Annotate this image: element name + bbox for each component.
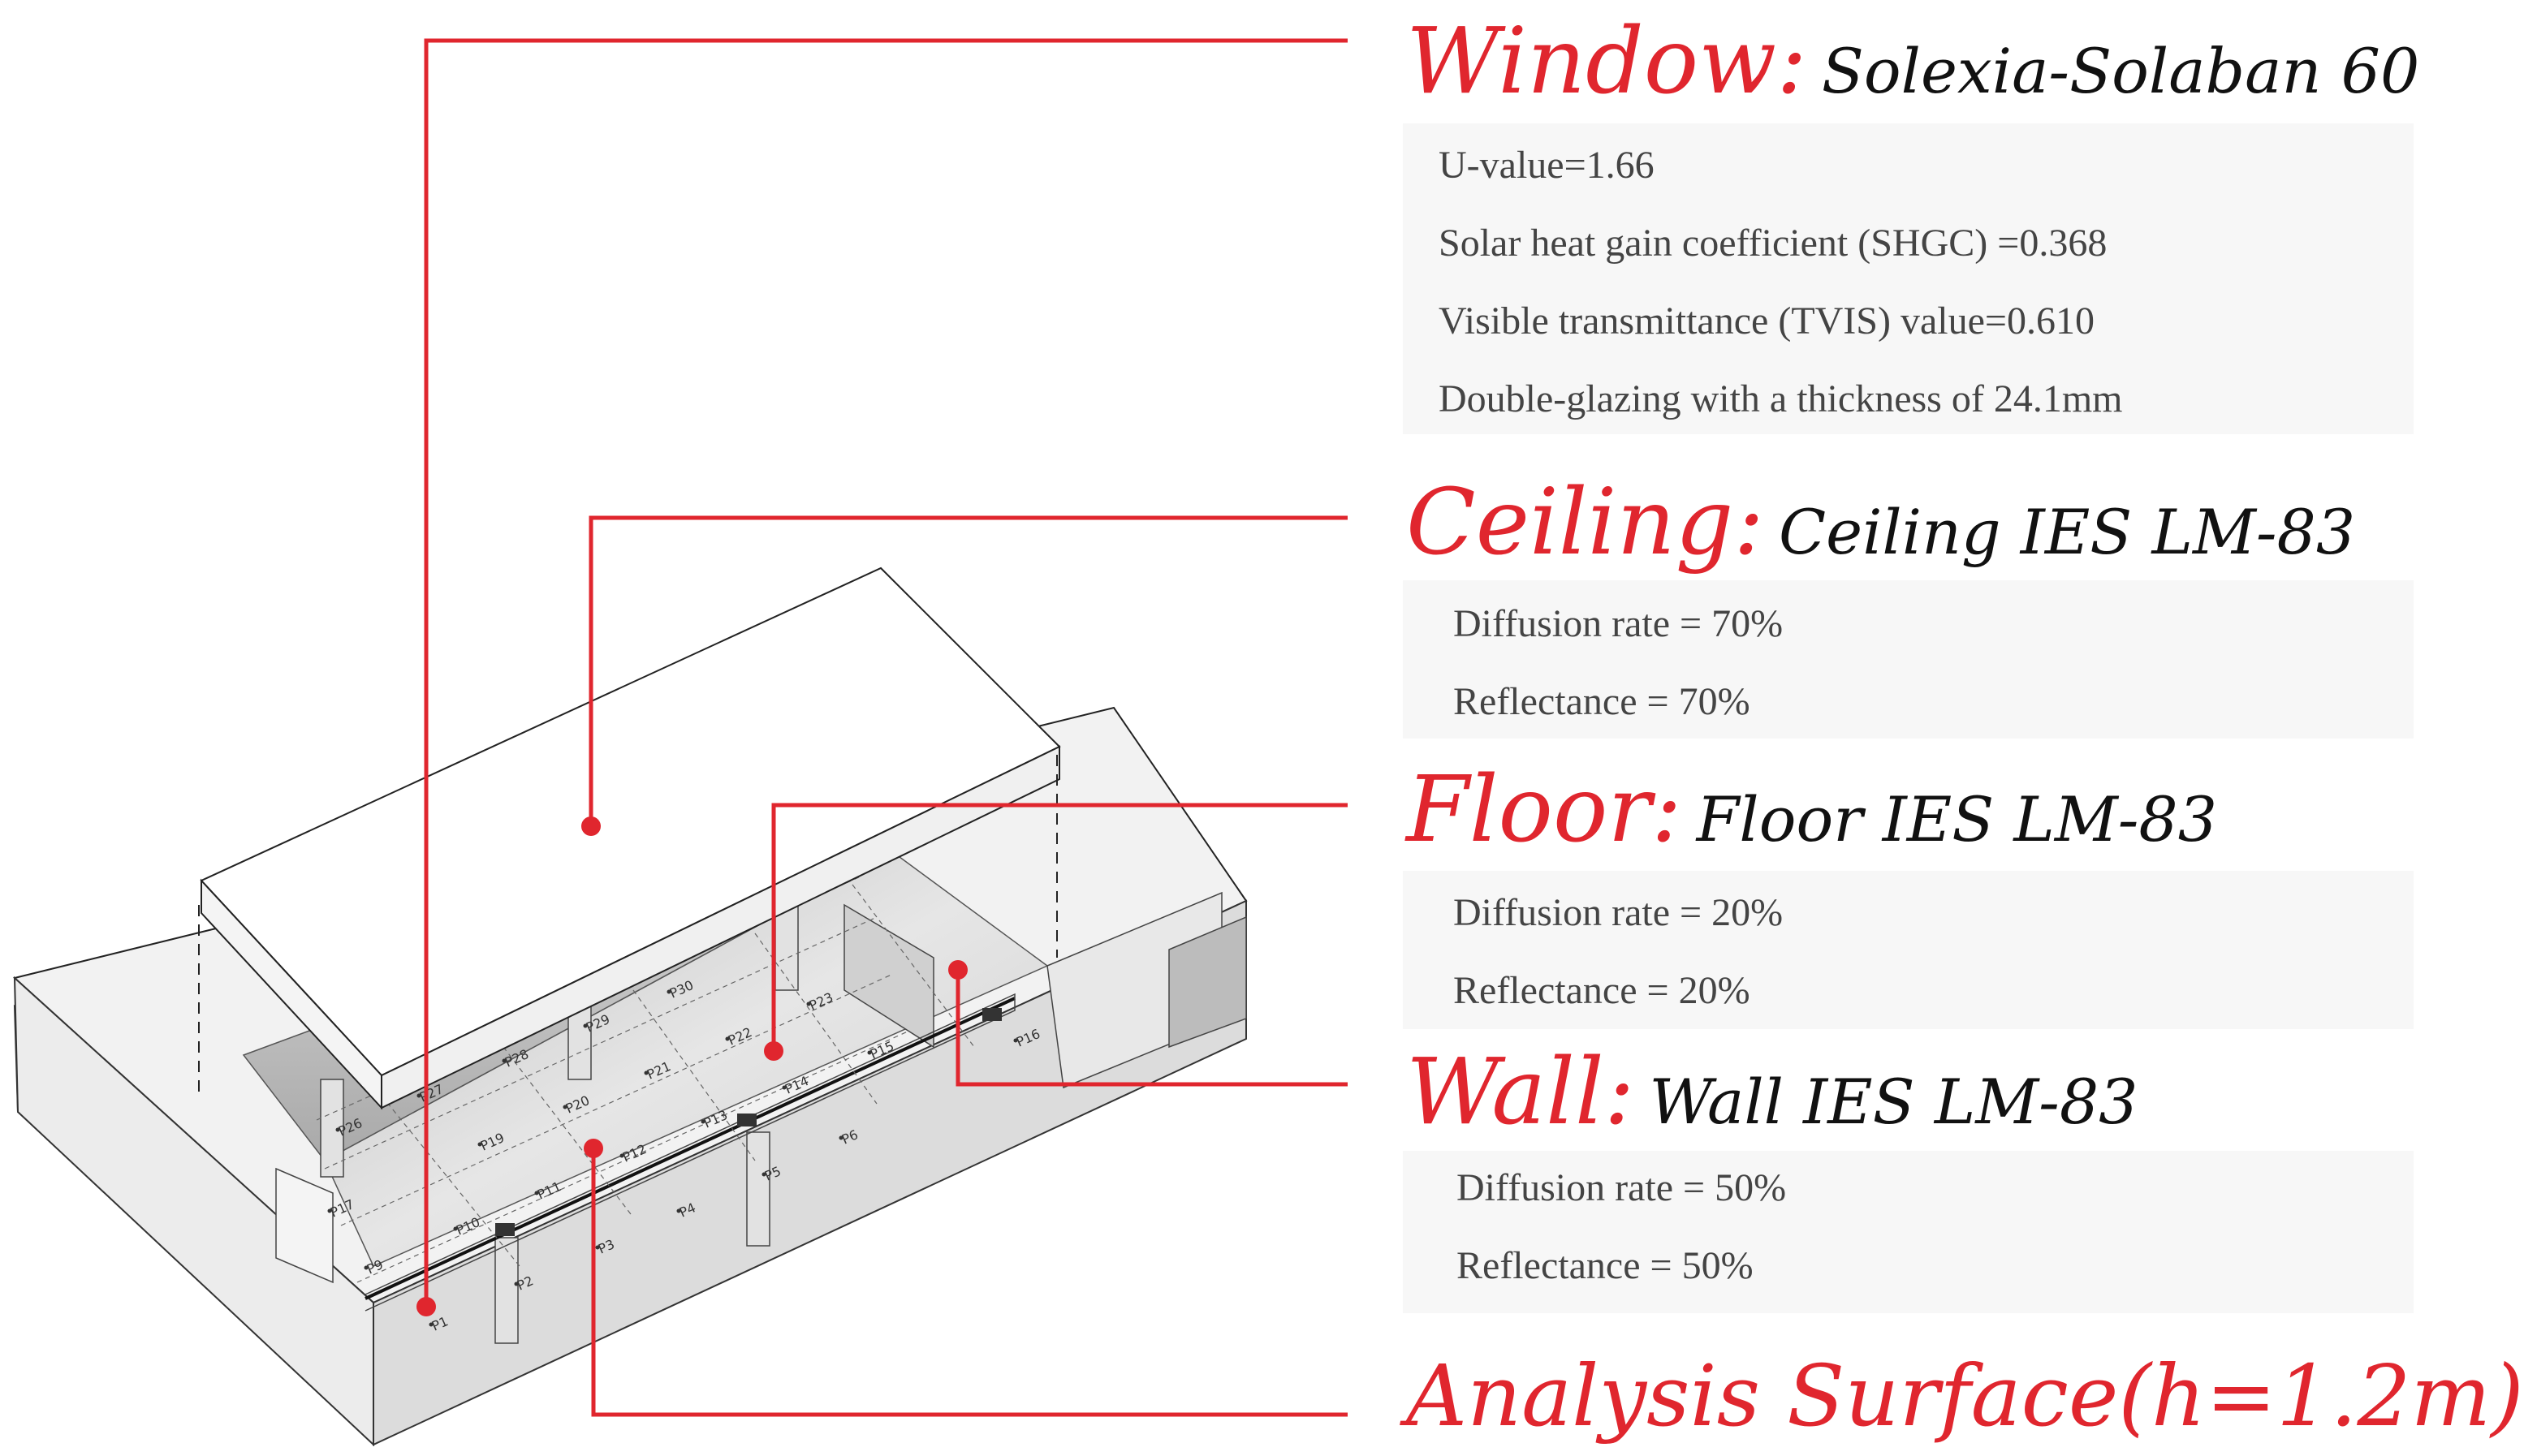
ceiling-prop-2: Reflectance = 70%: [1453, 680, 1750, 723]
window-name: Solexia-Solaban 60: [1821, 35, 2420, 107]
floor-panel: Diffusion rate = 20% Reflectance = 20%: [1403, 871, 2414, 1029]
window-prop-1: U-value=1.66: [1439, 144, 1655, 187]
floor-leader: [771, 803, 1348, 1051]
grid-point-marker: [667, 989, 671, 994]
wall-panel: Diffusion rate = 50% Reflectance = 50%: [1403, 1151, 2414, 1313]
ceiling-slab-end: [201, 878, 382, 1110]
grid-point-marker: [364, 1265, 369, 1270]
window-frame-3: [982, 1008, 1002, 1021]
grid-point-marker: [477, 1142, 482, 1147]
analysis-dot: [584, 1139, 603, 1158]
floor-heading: Floor:Floor IES LM-83: [1406, 765, 2217, 855]
window-heading: Window:Solexia-Solaban 60: [1406, 16, 2419, 107]
grid-point-marker: [429, 1322, 434, 1327]
floor-prop-1: Diffusion rate = 20%: [1453, 891, 1784, 934]
analysis-surface-label: Analysis Surface(h=1.2m): [1406, 1346, 2524, 1445]
front-window-top: [365, 993, 1016, 1312]
ceiling-prop-1: Diffusion rate = 70%: [1453, 602, 1784, 645]
grid-point-marker: [1013, 1038, 1018, 1043]
wall-dot: [948, 960, 968, 980]
grid-point-marker: [806, 1002, 811, 1006]
floor-prop-2: Reflectance = 20%: [1453, 969, 1750, 1012]
grid-point-marker: [725, 1036, 730, 1041]
grid-point-marker: [676, 1208, 681, 1213]
grid-point-marker: [619, 1153, 624, 1158]
wall-term: Wall:: [1406, 1040, 1635, 1145]
wall-leader: [956, 970, 1348, 1087]
leader-dots: [416, 816, 968, 1316]
window-dot: [416, 1297, 436, 1316]
grid-point-marker: [583, 1023, 588, 1028]
grid-point-marker: [534, 1191, 539, 1195]
grid-point-marker: [416, 1093, 421, 1098]
end-box: [275, 1167, 334, 1284]
grid-point-marker: [327, 1208, 332, 1213]
grid-point-marker: [595, 1245, 600, 1250]
floor-name: Floor IES LM-83: [1696, 783, 2218, 855]
floor-term: Floor:: [1406, 757, 1682, 863]
window-panel: U-value=1.66 Solar heat gain coefficient…: [1403, 123, 2414, 434]
grid-point-marker: [502, 1058, 507, 1063]
window-leader: [424, 38, 1348, 1307]
explode-guides: [198, 755, 1058, 1092]
ceiling-dot: [581, 816, 601, 836]
window-frame-1: [495, 1223, 515, 1236]
window-prop-3: Visible transmittance (TVIS) value=0.610: [1439, 299, 2095, 342]
window-frame-2: [737, 1114, 757, 1126]
window-prop-2: Solar heat gain coefficient (SHGC) =0.36…: [1439, 222, 2108, 265]
wall-prop-1: Diffusion rate = 50%: [1456, 1166, 1787, 1209]
left-end-face: [13, 976, 374, 1447]
analysis-leader: [591, 1148, 1348, 1417]
building-model: P1P2P3P4P5P6P9P10P11P12P13P14P15P16P17P1…: [12, 38, 1348, 1447]
grid-point-marker: [335, 1127, 340, 1132]
grid-point-marker: [453, 1226, 458, 1231]
right-room-inner: [1168, 915, 1247, 1049]
ceiling-leader: [589, 515, 1348, 826]
ceiling-heading: Ceiling:Ceiling IES LM-83: [1406, 477, 2355, 568]
window-term: Window:: [1406, 9, 1807, 114]
grid-point-marker: [867, 1050, 872, 1055]
wall-heading: Wall:Wall IES LM-83: [1406, 1047, 2138, 1138]
wall-prop-2: Reflectance = 50%: [1456, 1244, 1754, 1287]
ceiling-term: Ceiling:: [1406, 470, 1764, 575]
front-window-line: [365, 997, 1016, 1300]
wall-name: Wall IES LM-83: [1649, 1066, 2138, 1138]
window-prop-4: Double-glazing with a thickness of 24.1m…: [1439, 377, 2123, 420]
grid-point-marker: [839, 1135, 843, 1140]
grid-point-marker: [762, 1172, 766, 1177]
ceiling-panel: Diffusion rate = 70% Reflectance = 70%: [1403, 580, 2414, 739]
ceiling-name: Ceiling IES LM-83: [1779, 496, 2356, 568]
grid-point-marker: [563, 1105, 567, 1109]
grid-point-marker: [782, 1085, 787, 1090]
leader-lines: [424, 38, 1348, 1417]
floor-dot: [764, 1041, 783, 1061]
grid-point-marker: [644, 1070, 649, 1075]
grid-point-marker: [514, 1282, 519, 1286]
grid-point-marker: [701, 1119, 705, 1124]
